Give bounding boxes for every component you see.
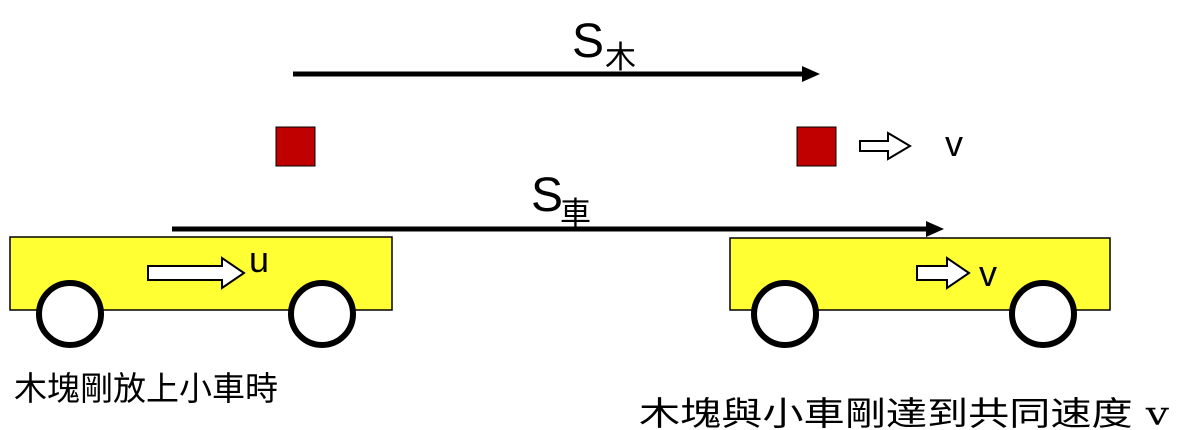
cart-final-wheel-rear (751, 280, 819, 348)
block-velocity-arrow (859, 131, 912, 161)
cart-displacement-label: S (531, 169, 563, 222)
block-initial (275, 126, 316, 167)
cart-final: v (729, 237, 1111, 348)
block-final (796, 126, 837, 167)
cart-final-wheel-front (1009, 280, 1077, 348)
caption-initial: 木塊剛放上小車時 (14, 369, 278, 408)
caption-final: 木塊與小車剛達到共同速度 v (639, 394, 1169, 430)
cart-initial-velocity-arrow (147, 256, 246, 290)
block-displacement-subscript: 木 (605, 40, 636, 76)
cart-initial-wheel-front (288, 280, 356, 348)
cart-displacement-arrow (172, 221, 944, 237)
block-displacement-label: S (572, 15, 604, 68)
cart-initial: u (9, 236, 393, 348)
cart-final-velocity-arrow (916, 256, 971, 290)
cart-initial-wheel-rear (36, 280, 104, 348)
cart-displacement-subscript: 車 (560, 196, 591, 232)
block-velocity-label: v (945, 123, 963, 164)
cart-final-velocity-label: v (979, 253, 997, 294)
block-displacement-arrow (293, 66, 820, 82)
cart-initial-velocity-label: u (249, 239, 269, 280)
